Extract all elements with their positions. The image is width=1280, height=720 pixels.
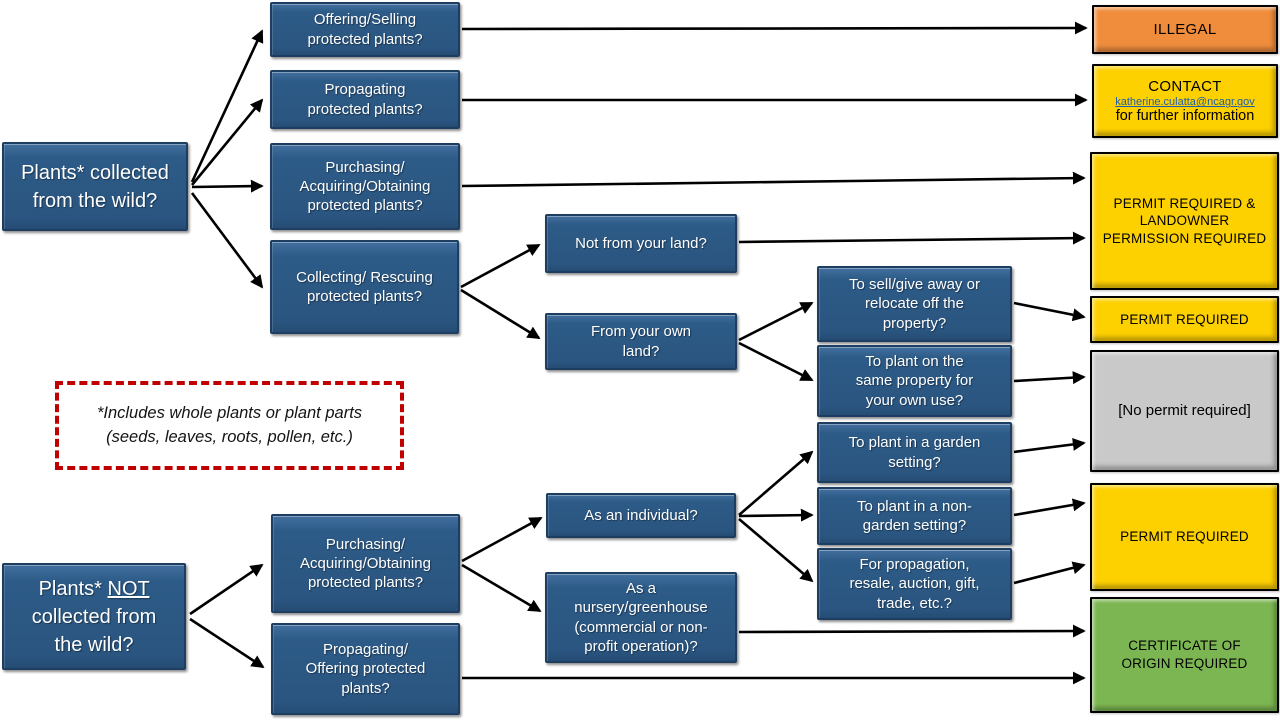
node-offering-selling: Offering/Selling protected plants?: [270, 2, 460, 57]
outcome-certificate-origin: CERTIFICATE OF ORIGIN REQUIRED: [1090, 597, 1279, 713]
contact-email-link[interactable]: katherine.culatta@ncagr.gov: [1115, 96, 1255, 109]
arrow-nursery-to-certificate: [738, 624, 1086, 638]
node-propagation-resale: For propagation, resale, auction, gift, …: [817, 548, 1012, 620]
node-purchasing-not-wild: Purchasing/ Acquiring/Obtaining protecte…: [271, 514, 460, 613]
arrow-propagation-to-permit-2: [1013, 561, 1086, 585]
arrow-collected-to-offering: [190, 29, 264, 183]
arrow-garden-to-no-permit: [1013, 437, 1086, 454]
outcome-contact: CONTACT katherine.culatta@ncagr.gov for …: [1092, 64, 1278, 138]
footnote-line2: (seeds, leaves, roots, pollen, etc.): [106, 427, 353, 446]
outcome-illegal: ILLEGAL: [1092, 5, 1278, 54]
node-as-nursery: As a nursery/greenhouse (commercial or n…: [545, 572, 737, 663]
contact-subtext: for further information: [1115, 108, 1255, 125]
arrow-collected-to-propagating: [190, 98, 264, 186]
node-as-individual: As an individual?: [546, 493, 736, 538]
underlined-not: NOT: [107, 577, 150, 600]
arrow-offering-to-illegal: [461, 21, 1088, 35]
arrow-individual-to-propagation: [738, 518, 814, 583]
arrow-purchasing-to-permit-landowner: [461, 171, 1086, 188]
node-from-your-own-land: From your own land?: [545, 313, 737, 370]
outcome-permit-required-1: PERMIT REQUIRED: [1090, 296, 1279, 343]
footnote-box: *Includes whole plants or plant parts (s…: [55, 381, 404, 470]
arrow-same-property-to-no-permit: [1013, 371, 1086, 385]
node-plants-not-collected-wild: Plants* NOT collected from the wild?: [2, 563, 186, 670]
arrow-collecting-to-from-own-land: [460, 288, 541, 340]
arrow-not-collected-to-purchasing: [189, 563, 264, 616]
arrow-purchasing-to-individual: [461, 516, 543, 563]
node-plants-collected-wild: Plants* collected from the wild?: [2, 142, 188, 231]
arrow-non-garden-to-permit-2: [1013, 498, 1086, 517]
arrow-collected-to-purchasing: [191, 179, 264, 193]
outcome-permit-landowner: PERMIT REQUIRED & LANDOWNER PERMISSION R…: [1090, 152, 1279, 290]
outcome-no-permit: [No permit required]: [1090, 350, 1279, 472]
arrow-individual-to-non-garden: [738, 508, 814, 522]
node-purchasing-wild: Purchasing/ Acquiring/Obtaining protecte…: [270, 143, 460, 230]
arrow-collected-to-collecting: [190, 192, 264, 289]
arrow-from-own-land-to-same-property: [738, 341, 814, 382]
arrow-not-from-land-to-permit-landowner: [738, 231, 1086, 245]
arrow-collecting-to-not-from-land: [460, 243, 541, 289]
contact-heading: CONTACT: [1148, 77, 1222, 95]
node-propagating: Propagating protected plants?: [270, 70, 460, 129]
arrow-sell-give-to-permit-1: [1013, 301, 1086, 322]
arrow-purchasing-to-nursery: [461, 563, 542, 613]
outcome-permit-required-2: PERMIT REQUIRED: [1090, 483, 1279, 591]
node-plant-same-property: To plant on the same property for your o…: [817, 345, 1012, 417]
arrow-individual-to-garden: [738, 450, 814, 516]
arrow-not-collected-to-propagating-offering: [189, 617, 265, 669]
node-non-garden-setting: To plant in a non-garden setting?: [817, 487, 1012, 545]
node-propagating-offering: Propagating/ Offering protected plants?: [271, 623, 460, 715]
node-sell-give-away: To sell/give away or relocate off the pr…: [817, 266, 1012, 342]
node-not-from-your-land: Not from your land?: [545, 214, 737, 273]
arrow-from-own-land-to-sell-give: [738, 301, 814, 342]
footnote-line1: *Includes whole plants or plant parts: [96, 403, 363, 422]
node-collecting-rescuing: Collecting/ Rescuing protected plants?: [270, 240, 459, 334]
node-garden-setting: To plant in a garden setting?: [817, 422, 1012, 483]
